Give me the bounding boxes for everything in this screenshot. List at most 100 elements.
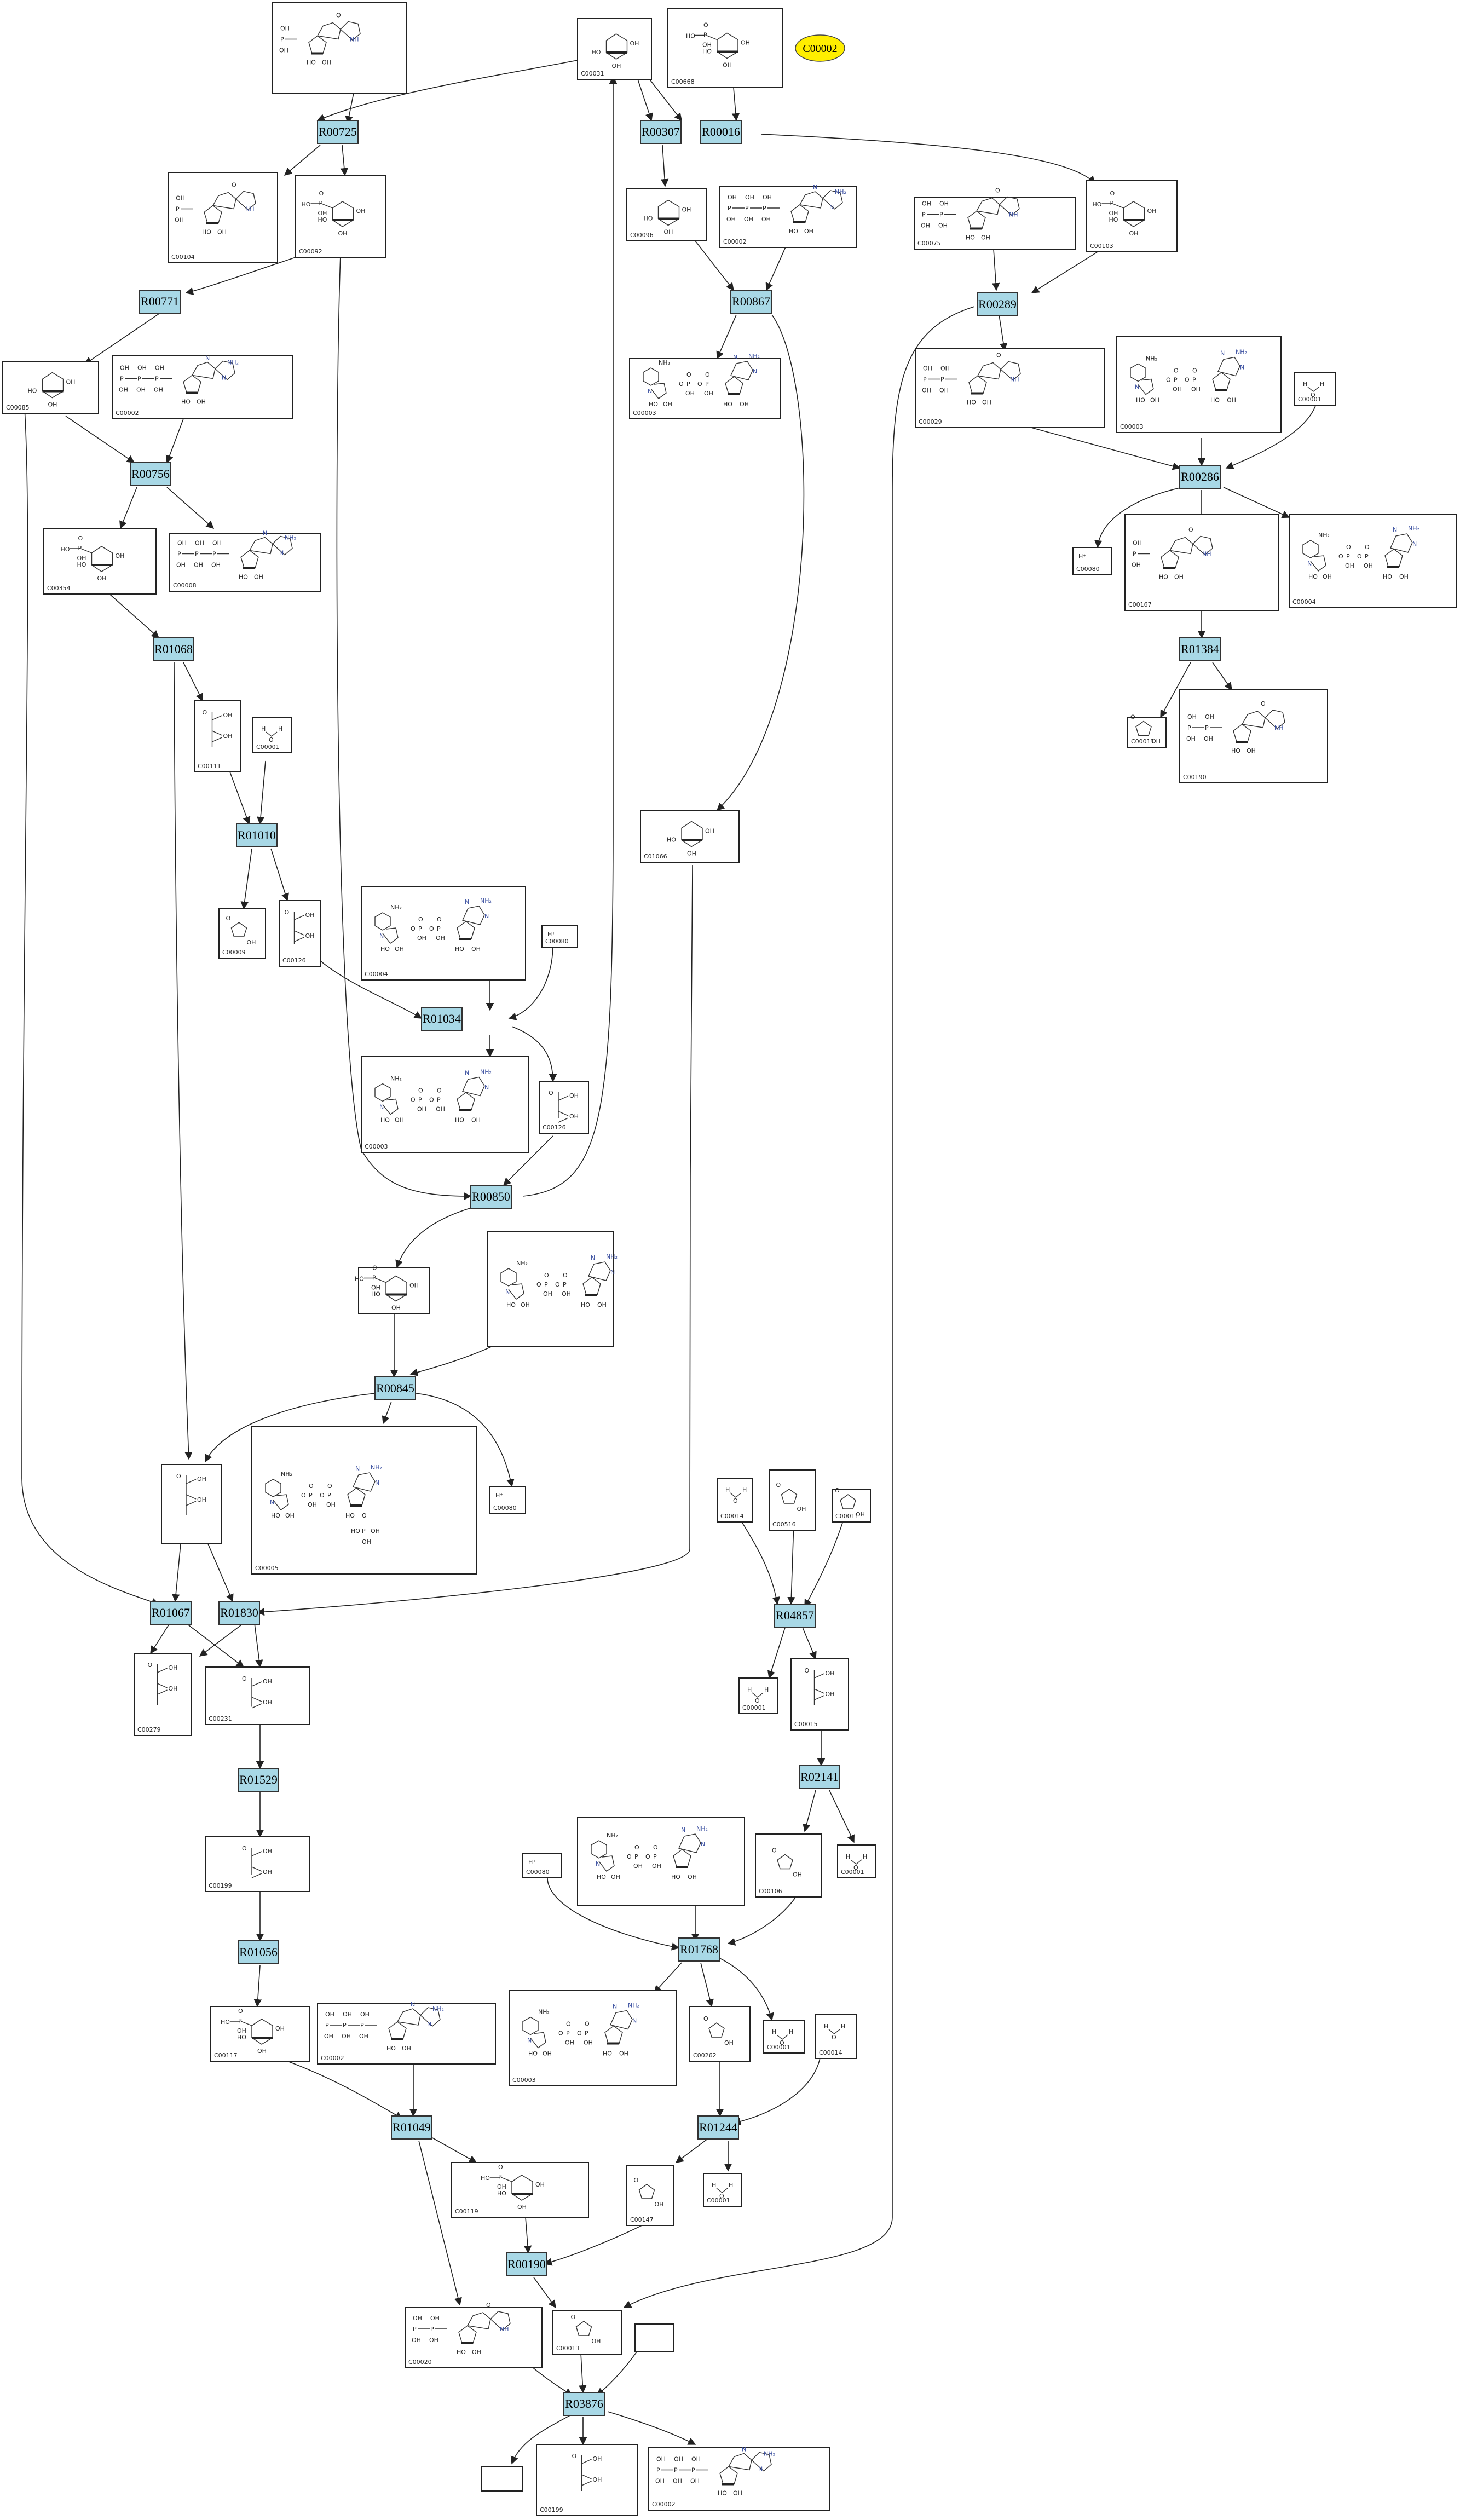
- svg-text:P: P: [120, 376, 124, 383]
- svg-text:OH: OH: [1186, 735, 1196, 742]
- svg-text:HO: HO: [237, 2034, 246, 2041]
- svg-text:O: O: [627, 1853, 632, 1860]
- reaction-node[interactable]: R02141: [799, 1765, 840, 1789]
- reaction-node[interactable]: R01049: [391, 2115, 432, 2140]
- compound-id: C00092: [299, 248, 322, 255]
- reaction-node[interactable]: R00725: [317, 120, 359, 144]
- reaction-node[interactable]: R00286: [1179, 465, 1221, 489]
- compound-box[interactable]: H⁺C00080: [489, 1486, 526, 1514]
- reaction-node[interactable]: R01244: [697, 2115, 739, 2140]
- svg-text:O: O: [703, 22, 708, 29]
- svg-text:O: O: [411, 1097, 416, 1104]
- reaction-node[interactable]: R00756: [130, 462, 171, 486]
- reaction-node[interactable]: R01010: [236, 823, 278, 847]
- reaction-node[interactable]: R00289: [977, 292, 1018, 316]
- compound-box[interactable]: H⁺C00080: [541, 925, 578, 948]
- reaction-node[interactable]: R01034: [421, 1007, 463, 1031]
- reaction-node[interactable]: R00867: [730, 290, 772, 314]
- reaction-node[interactable]: R00190: [506, 2252, 547, 2276]
- reaction-node[interactable]: R03876: [563, 2392, 605, 2416]
- svg-text:OH: OH: [359, 2033, 368, 2040]
- reaction-node[interactable]: R01384: [1179, 637, 1221, 661]
- reaction-node[interactable]: R00307: [640, 120, 682, 144]
- reaction-node[interactable]: R01768: [678, 1937, 720, 1962]
- compound-box[interactable]: [481, 2466, 523, 2492]
- compound-box[interactable]: H⁺C00080: [522, 1853, 562, 1878]
- reaction-node[interactable]: R01067: [150, 1601, 192, 1625]
- reaction-node[interactable]: R04857: [774, 1604, 816, 1628]
- reaction-node[interactable]: R00016: [700, 120, 742, 144]
- reaction-node[interactable]: R01056: [238, 1940, 279, 1964]
- svg-text:P: P: [653, 1853, 657, 1860]
- svg-text:OH: OH: [275, 2025, 285, 2032]
- compound-box[interactable]: H⁺C00080: [1072, 547, 1112, 575]
- compound-id: C00075: [917, 240, 941, 247]
- reaction-node[interactable]: R01068: [153, 637, 194, 661]
- reaction-node[interactable]: R00771: [139, 290, 181, 314]
- reaction-node[interactable]: R01830: [218, 1601, 260, 1625]
- compound-box[interactable]: [634, 2323, 674, 2352]
- reaction-node[interactable]: R00850: [470, 1185, 512, 1209]
- reaction-node[interactable]: R01529: [238, 1768, 279, 1792]
- reaction-node[interactable]: R00845: [374, 1376, 416, 1400]
